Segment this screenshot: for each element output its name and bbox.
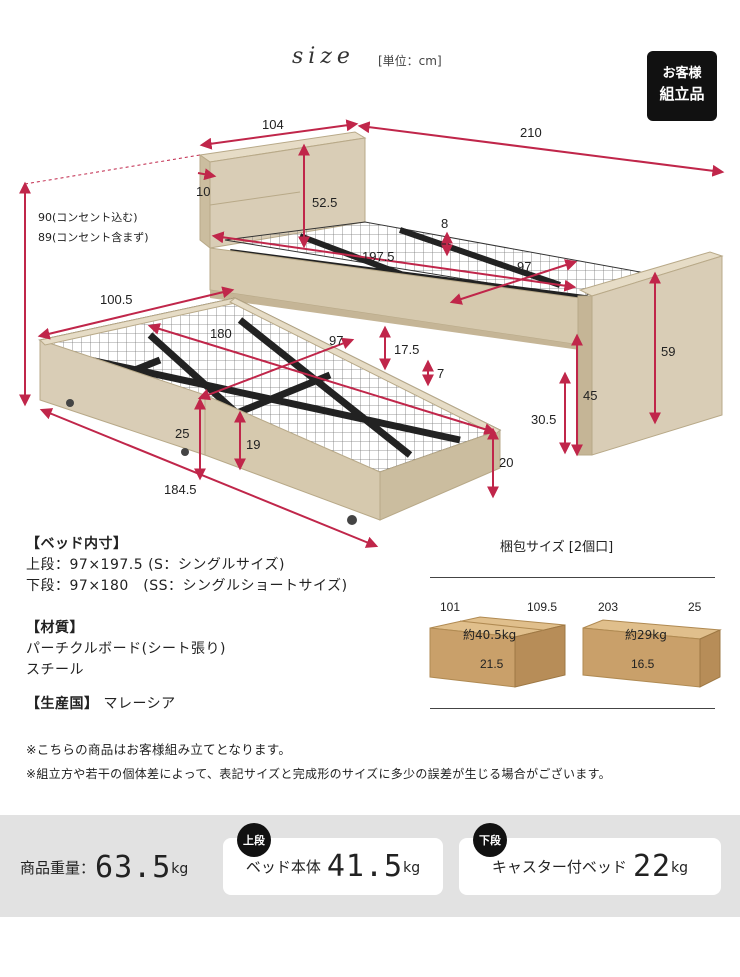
dim-headboard-thickness: 10 (196, 184, 210, 199)
upper-size: 上段：97×197.5 (S：シングルサイズ) (26, 557, 285, 573)
lower-weight-pill: 下段 キャスター付ベッド 22kg (459, 823, 721, 895)
dim-headboard-height: 52.5 (312, 195, 337, 210)
upper-badge: 上段 (237, 823, 271, 857)
package-bottom-rule (430, 708, 715, 709)
upper-weight-unit: kg (403, 860, 421, 876)
dim-lower-height-small: 25 (175, 426, 189, 441)
package-2-weight: 約29kg (625, 627, 667, 642)
note-assembly: ※こちらの商品はお客様組み立てとなります。 (26, 742, 292, 757)
dim-upper-side-height: 45 (583, 388, 597, 403)
dim-upper-inner-width: 97 (517, 259, 531, 274)
total-weight: 商品重量：63.5kg (20, 850, 188, 885)
note-size-variance: ※組立方や若干の個体差によって、表記サイズと完成形のサイズに多少の誤差が生じる場… (26, 767, 611, 781)
assembly-badge-line1: お客様 (662, 66, 702, 81)
lower-trundle (38, 297, 502, 525)
dim-upper-mattress-depth: 8 (441, 216, 448, 231)
assembly-badge: お客様 組立品 (647, 51, 717, 121)
dim-lower-inner-width: 97 (329, 333, 343, 348)
size-title: size (292, 44, 355, 69)
origin-section: 【生産国】 マレーシア (26, 694, 176, 715)
upper-weight-value: 41.5 (326, 849, 404, 884)
package-size-title: 梱包サイズ [2個口] (500, 540, 614, 555)
lower-weight-label: キャスター付ベッド (491, 858, 627, 876)
dimension-lines (19, 119, 725, 548)
dim-height-with-outlet: 90(コンセント込む) (38, 211, 138, 224)
package-1-height: 21.5 (480, 657, 504, 671)
package-1-length: 101 (440, 600, 460, 614)
package-boxes: 101 109.5 約40.5kg 21.5 203 25 約29kg 16.5 (429, 600, 722, 688)
package-top-rule (430, 577, 715, 578)
lower-weight-unit: kg (671, 860, 689, 876)
origin-value: マレーシア (103, 696, 176, 712)
inner-size-heading: 【ベッド内寸】 (26, 536, 128, 552)
unit-label: [単位：cm] (378, 54, 442, 68)
material-section: 【材質】 パーチクルボード(シート張り) スチール (26, 618, 226, 681)
upper-weight-pill: 上段 ベッド本体 41.5kg (223, 823, 443, 895)
dim-lower-outer-width: 100.5 (100, 292, 133, 307)
package-box-2 (582, 619, 722, 688)
dim-lower-inner-length: 180 (210, 326, 232, 341)
package-2-length: 203 (598, 600, 618, 614)
bed-dimension-diagram: 104 210 10 52.5 90(コンセント込む) 89(コンセント含まず)… (19, 117, 725, 548)
dim-total-length: 210 (520, 125, 542, 140)
package-1-weight: 約40.5kg (463, 627, 516, 642)
origin-heading: 【生産国】 (26, 696, 99, 712)
lower-size: 下段：97×180 (SS：シングルショートサイズ) (26, 578, 348, 594)
dim-lower-total-height: 20 (499, 455, 513, 470)
total-weight-label: 商品重量： (20, 859, 96, 877)
upper-weight-label: ベッド本体 (245, 858, 321, 876)
dim-lower-frame-height: 19 (246, 437, 260, 452)
lower-badge: 下段 (473, 823, 507, 857)
material-1: パーチクルボード(シート張り) (26, 641, 227, 657)
package-2-height: 16.5 (631, 657, 655, 671)
dim-footboard-height: 59 (661, 344, 675, 359)
total-weight-unit: kg (171, 861, 189, 877)
inner-size-section: 【ベッド内寸】 上段：97×197.5 (S：シングルサイズ) 下段：97×18… (26, 534, 348, 597)
dim-headboard-width: 104 (262, 117, 284, 132)
lower-weight-value: 22 (632, 849, 672, 884)
dim-lower-side-offset: 30.5 (531, 412, 556, 427)
material-heading: 【材質】 (26, 620, 84, 636)
material-2: スチール (26, 662, 84, 678)
total-weight-value: 63.5 (95, 850, 172, 885)
dim-upper-inner-length: 197.5 (362, 249, 395, 264)
package-1-width: 109.5 (527, 600, 557, 614)
dim-lower-outer-length: 184.5 (164, 482, 197, 497)
dim-height-without-outlet: 89(コンセント含まず) (38, 230, 149, 244)
package-2-width: 25 (688, 600, 702, 614)
dim-lower-mattress-depth: 7 (437, 366, 444, 381)
package-box-1 (429, 616, 566, 688)
dim-upper-floor-clearance: 17.5 (394, 342, 419, 357)
assembly-badge-line2: 組立品 (659, 85, 705, 103)
